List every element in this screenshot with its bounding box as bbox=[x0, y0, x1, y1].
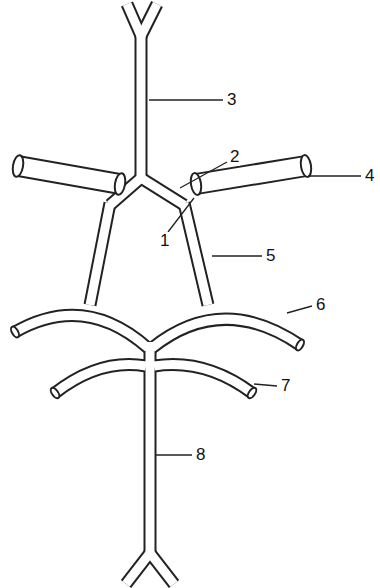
carotid-fills bbox=[18, 166, 306, 184]
callout-number: 4 bbox=[364, 167, 375, 185]
callout-number: 5 bbox=[265, 247, 276, 265]
callout-number: 7 bbox=[280, 377, 291, 395]
carotid-outlines bbox=[18, 166, 306, 184]
vessel-outlines bbox=[15, 4, 300, 584]
callout-number: 3 bbox=[226, 91, 237, 109]
vessel-fills bbox=[15, 4, 300, 584]
callout-number: 2 bbox=[229, 148, 240, 166]
vessel-ends bbox=[9, 154, 312, 399]
leader-lines bbox=[149, 100, 361, 455]
callout-number: 1 bbox=[159, 232, 170, 250]
callout-number: 8 bbox=[195, 446, 206, 464]
callout-number: 6 bbox=[315, 296, 326, 314]
